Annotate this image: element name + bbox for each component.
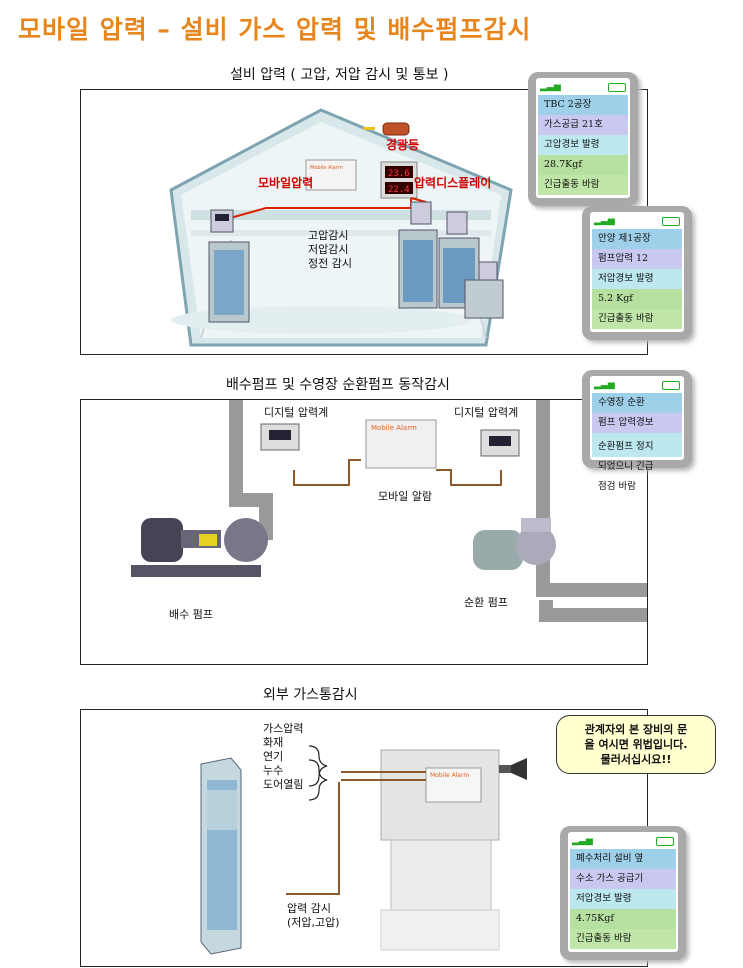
pump-illustration: Mobile Alarm (131, 400, 647, 622)
drain-pump-icon (141, 518, 183, 562)
phone4-line2: 수소 가스 공급기 (570, 869, 676, 889)
warning-light-icon (382, 122, 410, 136)
battery-icon (662, 217, 680, 226)
phone4-line1: 폐수처리 설비 옆 (570, 849, 676, 869)
phone1-line1: TBC 2공장 (538, 95, 628, 115)
phone2-line5: 긴급출동 바람 (592, 309, 682, 329)
gas-illustration: Mobile Alarm (200, 745, 527, 955)
phone2-line1: 안양 제1공장 (592, 229, 682, 249)
phone4-line3: 저압경보 발령 (570, 889, 676, 909)
phone2-line4: 5.2 Kgf (592, 289, 682, 309)
phone-1: ▂▃▅ TBC 2공장 가스공급 21호 고압경보 발령 28.7Kgf 긴급출… (528, 72, 638, 206)
phone-2: ▂▃▅ 안양 제1공장 펌프압력 12 저압경보 발령 5.2 Kgf 긴급출동… (582, 206, 692, 340)
mobile-alarm-label: 모바일 알람 (378, 490, 433, 503)
battery-icon (656, 837, 674, 846)
battery-icon (608, 83, 626, 92)
mobile-alarm-icon (305, 159, 357, 191)
section2-title: 배수펌프 및 수영장 순환펌프 동작감시 (226, 377, 450, 393)
phone3-line3: 순환펌프 정지 되었으니 긴급 점검 바람 (592, 433, 682, 492)
svg-text:Mobile Alarm: Mobile Alarm (310, 165, 343, 171)
phone-4: ▂▃▅ 폐수처리 설비 옆 수소 가스 공급기 저압경보 발령 4.75Kgf … (560, 826, 686, 960)
phone3-line1: 수영장 순환 (592, 393, 682, 413)
pressure-monitor-label: 압력 감시 (저압,고압) (287, 902, 340, 929)
phone3-line2: 펌프 압력경보 (592, 413, 682, 433)
building-illustration: 23.6 22.4 Mobile Alarm (169, 108, 513, 347)
section2-panel: Mobile Alarm 디지털 압력계 디지털 압력계 모바일 알람 배수 펌… (80, 399, 648, 665)
phone1-line3: 고압경보 발령 (538, 135, 628, 155)
warning-callout: 관계자외 본 장비의 문 을 여시면 위법입니다. 물러서십시요!! (556, 715, 716, 774)
svg-text:22.4: 22.4 (388, 185, 410, 195)
phone1-line5: 긴급출동 바람 (538, 175, 628, 195)
circulation-pump-icon (473, 530, 523, 570)
page-title: 모바일 압력 – 설비 가스 압력 및 배수펌프감시 (18, 15, 532, 44)
monitor-label: 고압감시 저압감시 정전 감시 (308, 229, 352, 270)
sensor-items-label: 가스압력 화재 연기 누수 도어열림 (263, 722, 304, 791)
phone4-line5: 긴급출동 바람 (570, 929, 676, 949)
battery-icon (662, 381, 680, 390)
mobile-alarm-icon (365, 419, 437, 469)
digital-gauge-right-label: 디지털 압력계 (454, 406, 519, 419)
svg-text:23.6: 23.6 (388, 169, 410, 179)
phone1-line4: 28.7Kgf (538, 155, 628, 175)
signal-icon: ▂▃▅ (594, 380, 615, 390)
phone-3: ▂▃▅ 수영장 순환 펌프 압력경보 순환펌프 정지 되었으니 긴급 점검 바람 (582, 370, 692, 492)
cabinet-right-3 (464, 279, 504, 319)
phone1-line2: 가스공급 21호 (538, 115, 628, 135)
phone4-line4: 4.75Kgf (570, 909, 676, 929)
section1-title: 설비 압력 ( 고압, 저압 감시 및 통보 ) (230, 67, 449, 83)
phone2-line3: 저압경보 발령 (592, 269, 682, 289)
signal-icon: ▂▃▅ (572, 836, 593, 846)
cable (293, 459, 361, 486)
pressure-display-label: 압력디스플레이 (414, 176, 492, 190)
circulation-pump-label: 순환 펌프 (464, 596, 508, 609)
signal-icon: ▂▃▅ (594, 216, 615, 226)
signal-icon: ▂▃▅ (540, 82, 561, 92)
digital-gauge-left-label: 디지털 압력계 (264, 406, 329, 419)
phone2-line2: 펌프압력 12 (592, 249, 682, 269)
drain-pump-label: 배수 펌프 (169, 608, 213, 621)
svg-text:Mobile Alarm: Mobile Alarm (430, 772, 469, 779)
svg-text:Mobile Alarm: Mobile Alarm (371, 424, 417, 432)
section3-panel: Mobile Alarm 가스압력 화재 연기 누수 도어열림 압력 감시 (저… (80, 709, 648, 967)
mobile-pressure-label: 모바일압력 (258, 176, 314, 190)
warning-light-label: 경광등 (386, 138, 420, 152)
horn-icon (509, 758, 527, 780)
section3-title: 외부 가스통감시 (263, 687, 358, 703)
